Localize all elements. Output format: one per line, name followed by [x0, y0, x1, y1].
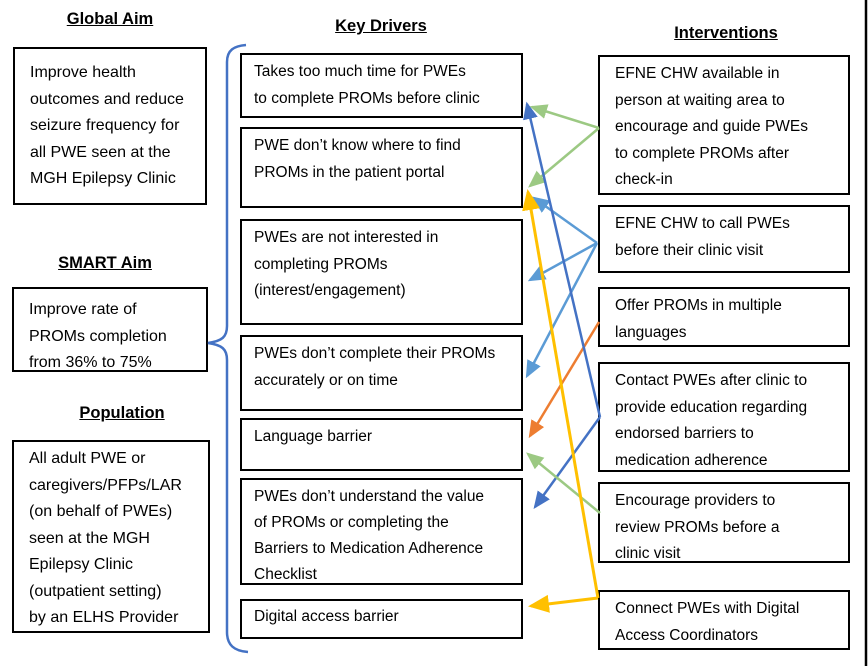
arrow-chw-call-to-portal — [531, 196, 598, 245]
driver-find-proms-portal: PWE don’t know where to find PROMs in th… — [240, 127, 523, 208]
key-drivers-heading: Key Drivers — [335, 17, 427, 35]
intervention-chw-waiting-area: EFNE CHW available in person at waiting … — [598, 55, 850, 195]
intervention-provider-review: Encourage providers to review PROMs befo… — [598, 482, 850, 563]
intervention-multiple-languages: Offer PROMs in multiple languages — [598, 287, 850, 347]
arrow-chw-waiting-to-portal — [528, 127, 600, 188]
smart-aim-box: Improve rate of PROMs completion from 36… — [12, 287, 208, 372]
global-aim-heading: Global Aim — [66, 10, 154, 28]
interventions-heading: Interventions — [674, 24, 778, 42]
arrow-languages-to-language-barrier — [528, 321, 601, 439]
driver-not-interested: PWEs are not interested in completing PR… — [240, 219, 523, 325]
arrow-chw-call-to-interest — [527, 241, 598, 282]
intervention-chw-call: EFNE CHW to call PWEs before their clini… — [598, 205, 850, 273]
driver-not-accurate-on-time: PWEs don’t complete their PROMs accurate… — [240, 335, 523, 411]
global-aim-box: Improve health outcomes and reduce seizu… — [13, 47, 207, 205]
arrow-digital-to-portal — [522, 189, 600, 599]
arrow-contact-to-time — [523, 101, 602, 418]
driver-language-barrier: Language barrier — [240, 418, 523, 471]
arrow-contact-to-value — [533, 416, 602, 510]
driver-dont-understand-value: PWEs don’t understand the value of PROMs… — [240, 478, 523, 585]
arrow-digital-to-digital-barrier — [528, 594, 599, 613]
population-box: All adult PWE or caregivers/PFPs/LAR (on… — [12, 440, 210, 633]
intervention-digital-coordinators: Connect PWEs with Digital Access Coordin… — [598, 590, 850, 650]
arrow-chw-call-to-accuracy — [525, 242, 599, 379]
driver-digital-access-barrier: Digital access barrier — [240, 599, 523, 639]
arrow-provider-review-to-language-barrier — [526, 452, 601, 514]
intervention-contact-after-clinic: Contact PWEs after clinic to provide edu… — [598, 362, 850, 472]
population-heading: Population — [79, 404, 165, 422]
smart-aim-heading: SMART Aim — [58, 254, 152, 272]
driver-takes-too-much-time: Takes too much time for PWEs to complete… — [240, 53, 523, 118]
arrow-chw-waiting-to-time — [529, 104, 600, 130]
